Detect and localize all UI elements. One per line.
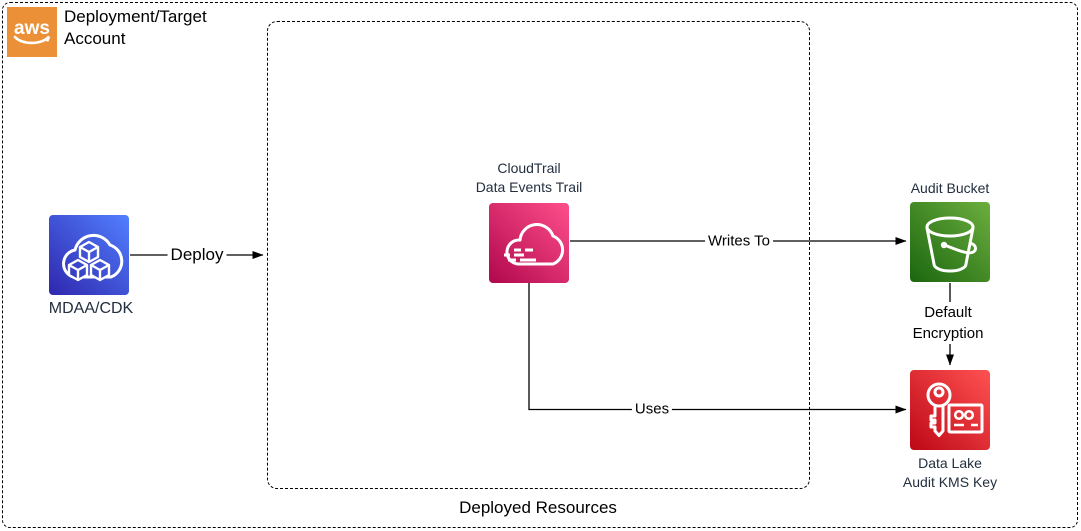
cloudtrail-label: CloudTrail Data Events Trail (475, 160, 583, 195)
uses-edge-label: Uses (631, 400, 673, 418)
audit-bucket-label: Audit Bucket (910, 180, 990, 196)
aws-logo-icon: aws (7, 7, 57, 57)
writes-to-edge-label: Writes To (705, 232, 773, 250)
deploy-edge-label: Deploy (167, 245, 227, 265)
audit-bucket-icon (910, 202, 990, 282)
kms-key-icon (910, 370, 990, 450)
mdaa-cdk-label: MDAA/CDK (48, 300, 134, 317)
deployed-resources-boundary-box (267, 21, 810, 489)
kms-key-label: Data Lake Audit KMS Key (902, 455, 998, 490)
cloudtrail-icon (489, 203, 569, 283)
default-encryption-edge-label: Default Encryption (909, 302, 987, 344)
deployed-resources-label: Deployed Resources (459, 498, 617, 517)
aws-logo-text: aws (14, 18, 50, 39)
account-label: Deployment/Target Account (64, 7, 207, 49)
uses-arrow (528, 283, 907, 414)
mdaa-cdk-icon (49, 215, 129, 295)
